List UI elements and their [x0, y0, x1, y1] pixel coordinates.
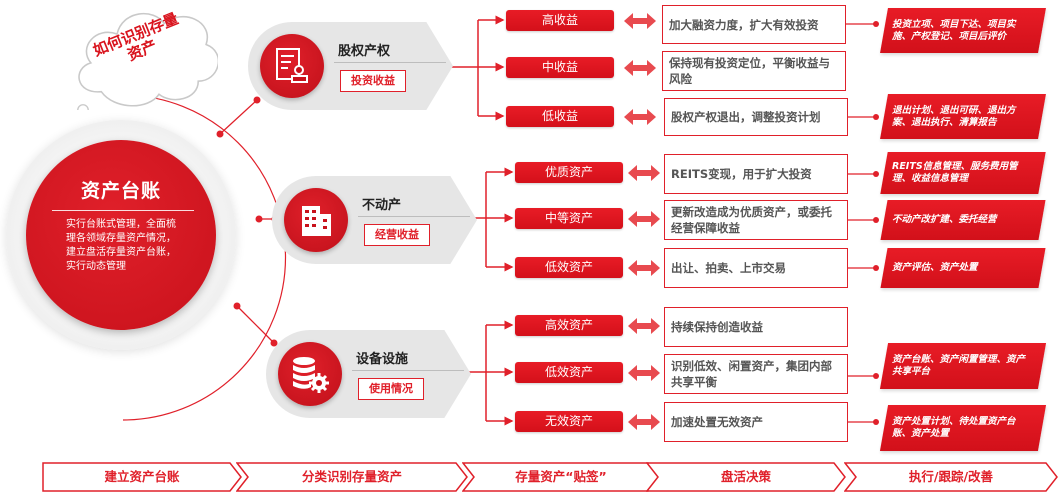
- certificate-stamp-icon: [260, 34, 324, 98]
- note-tag: 不动产改扩建、委托经营: [880, 200, 1046, 240]
- action-box: 更新改造成为优质资产，或委托经营保障收益: [664, 200, 848, 240]
- category-title: 股权产权: [338, 44, 391, 59]
- hub-divider: [52, 210, 194, 211]
- category-card-equipment: 设备设施 使用情况: [266, 330, 471, 418]
- note-tag: REITS信息管理、服务费用管理、收益信息管理: [880, 152, 1046, 194]
- asset-ledger-hub: 资产台账 实行台账式管理，全面梳理各领域存量资产情况，建立盘活存量资产台账，实行…: [26, 140, 216, 330]
- double-arrow-icon: [624, 60, 656, 76]
- category-title: 设备设施: [356, 352, 409, 367]
- category-badge: 投资收益: [340, 70, 406, 92]
- action-box: 加大融资力度，扩大有效投资: [662, 5, 846, 44]
- database-gear-icon: [278, 342, 342, 406]
- level-label: 低效资产: [515, 362, 623, 383]
- action-box: REITS变现，用于扩大投资: [664, 154, 848, 194]
- double-arrow-icon: [628, 165, 660, 181]
- category-card-real-estate: 不动产 经营收益: [272, 176, 477, 264]
- hub-description: 实行台账式管理，全面梳理各领域存量资产情况，建立盘活存量资产台账，实行动态管理: [66, 219, 176, 272]
- level-label: 高效资产: [515, 315, 623, 336]
- category-title: 不动产: [362, 198, 402, 213]
- category-badge: 使用情况: [358, 378, 424, 400]
- category-card-equity: 股权产权 投资收益: [248, 22, 453, 110]
- level-label: 低收益: [506, 106, 614, 127]
- note-tag: 资产处置计划、待处置资产台账、资产处置: [879, 405, 1047, 451]
- process-step-3: 存量资产“贴签”: [462, 462, 660, 492]
- double-arrow-icon: [628, 260, 660, 276]
- process-step-2: 分类识别存量资产: [236, 462, 468, 492]
- level-label: 中收益: [506, 57, 614, 78]
- process-step-4: 盘活决策: [646, 462, 846, 492]
- level-label: 中等资产: [515, 208, 623, 229]
- action-box: 识别低效、闲置资产，集团内部共享平衡: [664, 354, 848, 394]
- process-step-5: 执行/跟踪/改善: [844, 462, 1058, 492]
- level-label: 无效资产: [515, 411, 623, 432]
- double-arrow-icon: [628, 365, 660, 381]
- level-label: 低效资产: [515, 257, 623, 278]
- double-arrow-icon: [624, 13, 656, 29]
- category-badge: 经营收益: [364, 224, 430, 246]
- building-icon: [284, 188, 348, 252]
- action-box: 加速处置无效资产: [664, 402, 848, 442]
- note-tag: 资产台账、资产闲置管理、资产共享平台: [879, 343, 1047, 389]
- level-label: 优质资产: [515, 162, 623, 183]
- double-arrow-icon: [624, 109, 656, 125]
- double-arrow-icon: [628, 414, 660, 430]
- action-box: 股权产权退出，调整投资计划: [664, 98, 848, 136]
- thought-bubble-icon: [77, 12, 218, 110]
- note-tag: 资产评估、资产处置: [880, 248, 1046, 288]
- double-arrow-icon: [628, 318, 660, 334]
- action-box: 出让、拍卖、上市交易: [664, 248, 848, 288]
- note-tag: 投资立项、项目下达、项目实施、产权登记、项目后评价: [880, 8, 1046, 53]
- note-tag: 退出计划、退出可研、退出方案、退出执行、清算报告: [880, 94, 1046, 139]
- action-box: 持续保持创造收益: [664, 307, 848, 347]
- level-label: 高收益: [506, 10, 614, 31]
- action-box: 保持现有投资定位，平衡收益与风险: [662, 51, 846, 91]
- hub-title: 资产台账: [80, 180, 161, 202]
- double-arrow-icon: [628, 211, 660, 227]
- process-step-1: 建立资产台账: [42, 462, 242, 492]
